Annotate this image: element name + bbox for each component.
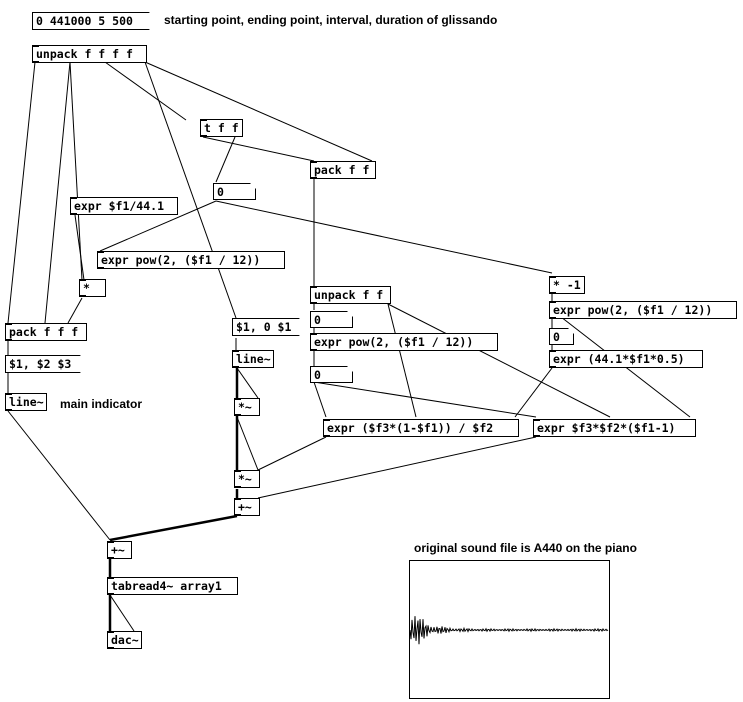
multiply-object[interactable]: * (79, 279, 106, 297)
glissando-params-message[interactable]: 0 441000 5 500 (32, 12, 150, 30)
line-main-object[interactable]: line~ (5, 393, 47, 411)
signal-multiply-a-object[interactable]: *~ (234, 398, 260, 416)
number-box-a[interactable]: 0 (213, 183, 256, 200)
waveform-trace (409, 616, 609, 645)
expr-ratio-object[interactable]: expr ($f3*(1-$f1)) / $f2 (323, 419, 519, 437)
line-b-object[interactable]: line~ (232, 350, 274, 368)
header-comment: starting point, ending point, interval, … (164, 13, 498, 27)
multiply-neg-object[interactable]: * -1 (549, 276, 585, 294)
waveform-plot (409, 616, 609, 645)
signal-add-a-object[interactable]: +~ (234, 498, 260, 516)
expr-div-object[interactable]: expr $f1/44.1 (70, 197, 178, 215)
trigger-object[interactable]: t f f (200, 119, 243, 137)
expr-pow-a-object[interactable]: expr pow(2, ($f1 / 12)) (97, 251, 285, 269)
pack-2-object[interactable]: pack f f (310, 161, 376, 179)
number-box-b[interactable]: 0 (310, 311, 353, 328)
ramp-message[interactable]: $1, 0 $1 (232, 318, 300, 336)
signal-add-b-object[interactable]: +~ (107, 541, 132, 559)
number-box-d[interactable]: 0 (549, 328, 574, 345)
expr-pow-c-object[interactable]: expr pow(2, ($f1 / 12)) (549, 301, 737, 319)
array-graph[interactable] (409, 560, 610, 699)
dac-object[interactable]: dac~ (107, 631, 142, 649)
main-indicator-comment: main indicator (60, 397, 143, 411)
unpack-2-object[interactable]: unpack f f (310, 286, 391, 304)
expr-pow-b-object[interactable]: expr pow(2, ($f1 / 12)) (310, 333, 498, 351)
expr-441-object[interactable]: expr (44.1*$f1*0.5) (549, 350, 703, 368)
line-args-message[interactable]: $1, $2 $3 (5, 355, 81, 373)
sound-file-comment: original sound file is A440 on the piano (414, 541, 637, 555)
tabread4-object[interactable]: tabread4~ array1 (107, 577, 238, 595)
signal-multiply-b-object[interactable]: *~ (234, 470, 260, 488)
expr-prod-object[interactable]: expr $f3*$f2*($f1-1) (533, 419, 696, 437)
unpack-4-object[interactable]: unpack f f f f (32, 45, 147, 63)
pack-3-object[interactable]: pack f f f (5, 323, 87, 341)
number-box-c[interactable]: 0 (310, 366, 353, 383)
